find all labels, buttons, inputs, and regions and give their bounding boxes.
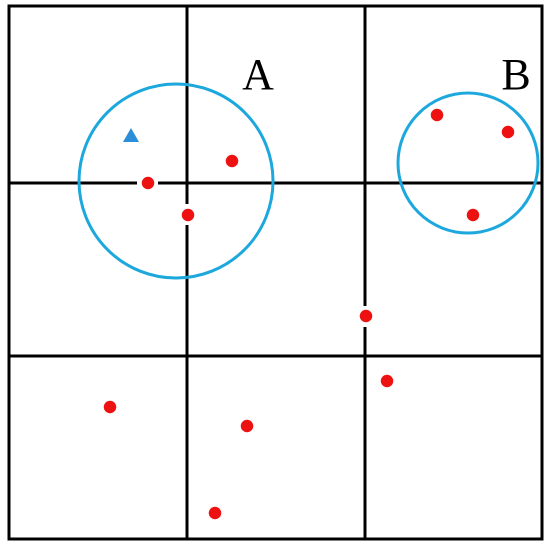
query-triangle-icon (123, 128, 139, 142)
data-point (238, 417, 256, 435)
data-point (179, 206, 197, 224)
data-point (206, 504, 224, 522)
data-point (428, 106, 446, 124)
data-point (357, 307, 375, 325)
data-point (139, 174, 157, 192)
circle-region-b (396, 91, 540, 235)
data-point (223, 152, 241, 170)
data-point (464, 206, 482, 224)
label-a: A (242, 50, 274, 99)
grid-border (7, 4, 544, 541)
circle-region-a (77, 82, 275, 280)
data-point (378, 372, 396, 390)
data-point (499, 123, 517, 141)
data-point (101, 398, 119, 416)
data-points (101, 106, 517, 522)
label-b: B (501, 50, 530, 99)
